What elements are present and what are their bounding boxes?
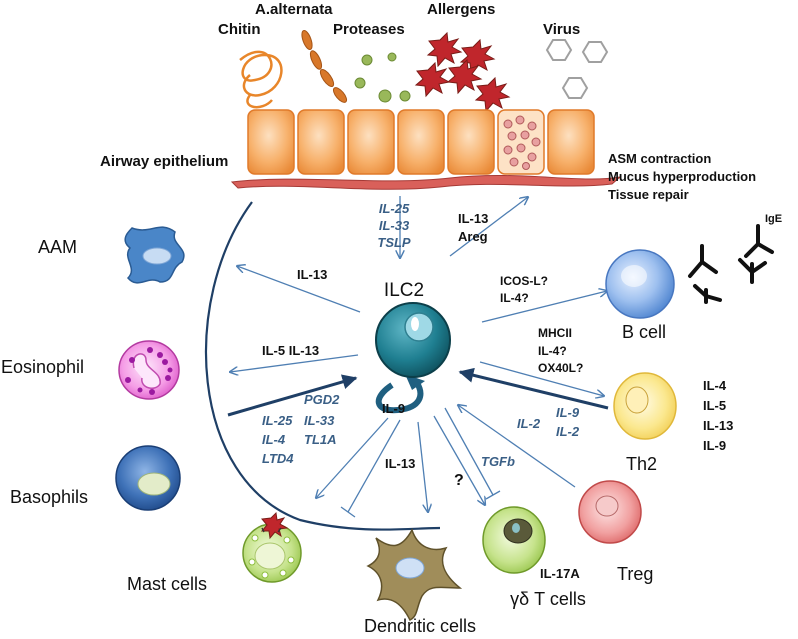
gdt-il17a: IL-17A	[540, 566, 580, 581]
autocrine-il9: IL-9	[382, 401, 405, 416]
input-il25: IL-25	[379, 201, 410, 216]
alternata-label: A.alternata	[255, 1, 333, 18]
airway-epithelium	[230, 109, 622, 190]
th2-il9: IL-9	[556, 405, 580, 420]
th2-cyt-il13: IL-13	[703, 418, 733, 433]
th2-cyt-il5: IL-5	[703, 398, 726, 413]
ilc2-th2-mhcii: MHCII	[538, 326, 572, 340]
input-il33: IL-33	[379, 218, 410, 233]
gdt-question: ?	[454, 472, 464, 489]
dark-arrows	[227, 367, 609, 417]
alternata-icon	[301, 30, 348, 103]
outcome-asm: ASM contraction	[608, 151, 711, 166]
baso-pgd2: PGD2	[304, 392, 340, 407]
mast-cell	[242, 511, 302, 583]
baso-il25: IL-25	[262, 413, 293, 428]
bcell-il4: IL-4?	[500, 291, 529, 305]
outcome-repair: Tissue repair	[608, 187, 689, 202]
th2-label: Th2	[626, 454, 657, 474]
ige-label: IgE	[765, 213, 782, 225]
treg-label: Treg	[617, 564, 653, 584]
infected-cell-virions	[503, 115, 541, 170]
th2-cyt-il4: IL-4	[703, 378, 727, 393]
b-cell	[605, 249, 675, 319]
baso-il33: IL-33	[304, 413, 335, 428]
virus-label: Virus	[543, 21, 580, 38]
baso-ltd4: LTD4	[262, 451, 294, 466]
dendritic-label: Dendritic cells	[364, 616, 476, 636]
input-tslp: TSLP	[377, 235, 411, 250]
gdt-tgfb: TGFb	[481, 454, 515, 469]
eosinophil-cell	[118, 340, 180, 400]
protease-icon	[354, 52, 411, 103]
edge-aam-il13: IL-13	[297, 267, 327, 282]
allergen-icon	[414, 31, 511, 113]
allergens-label: Allergens	[427, 1, 495, 18]
th2-cyt-il9: IL-9	[703, 438, 726, 453]
gdt-label: γδ T cells	[510, 589, 586, 609]
to-epi-il13: IL-13	[458, 211, 488, 226]
baso-tl1a: TL1A	[304, 432, 337, 447]
virus-icon	[545, 39, 609, 99]
ilc2-label: ILC2	[384, 280, 424, 301]
to-epi-areg: Areg	[458, 229, 488, 244]
edge-dendritic-il13: IL-13	[385, 456, 415, 471]
edge-eosinophil: IL-5 IL-13	[262, 343, 319, 358]
mast-label: Mast cells	[127, 574, 207, 594]
baso-il4: IL-4	[262, 432, 286, 447]
aam-cell	[124, 226, 185, 284]
ilc2-th2-ox40l: OX40L?	[538, 361, 583, 375]
th2-il2: IL-2	[556, 424, 580, 439]
bcell-icosl: ICOS-L?	[500, 274, 548, 288]
ilc2-cell	[375, 302, 451, 414]
basophil-cell	[115, 445, 181, 511]
gdt-cell	[482, 506, 546, 574]
tissue-boundary-arc	[204, 201, 441, 531]
arrows	[230, 196, 607, 518]
outcome-mucus: Mucus hyperproduction	[608, 169, 756, 184]
dendritic-cell	[366, 528, 463, 622]
treg-il2: IL-2	[517, 416, 541, 431]
aam-label: AAM	[38, 237, 77, 257]
th2-cell	[613, 372, 677, 440]
eosinophil-label: Eosinophil	[1, 357, 84, 377]
basophils-label: Basophils	[10, 487, 88, 507]
ilc2-th2-il4: IL-4?	[538, 344, 567, 358]
treg-cell	[578, 480, 642, 544]
chitin-label: Chitin	[218, 21, 261, 38]
epithelium-label: Airway epithelium	[100, 153, 228, 170]
ige-antibody-icon	[688, 224, 774, 304]
bcell-label: B cell	[622, 322, 666, 342]
chitin-icon	[239, 50, 283, 109]
proteases-label: Proteases	[333, 21, 405, 38]
